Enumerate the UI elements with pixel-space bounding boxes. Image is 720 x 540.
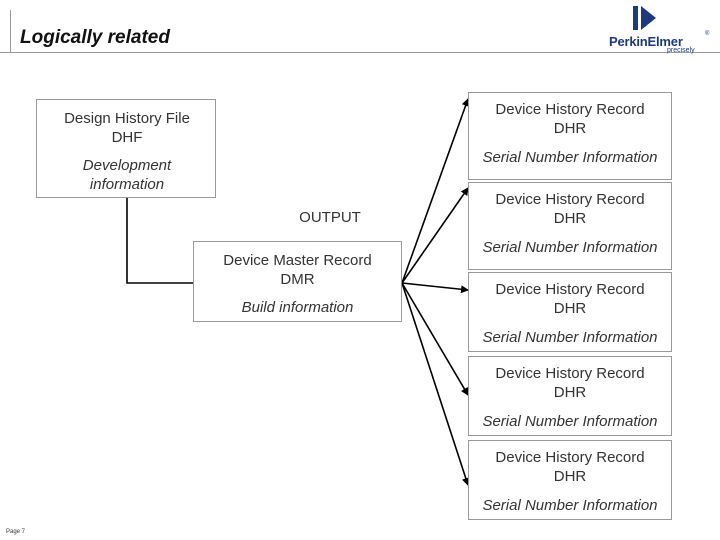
dhr-title-line-1: Device History Record — [495, 281, 645, 298]
dmr-to-dhr-5-arrow — [401, 282, 470, 486]
page-number: Page 7 — [6, 529, 26, 535]
title-divider — [0, 52, 720, 53]
dhf-title-line-2: DHF — [111, 129, 143, 146]
dmr-subtitle: Build information — [241, 299, 354, 316]
dhf-to-dmr-arrow — [126, 198, 207, 287]
dhf-subtitle-line-1: Development — [82, 157, 172, 174]
dhr-title-line-1: Device History Record — [495, 101, 645, 118]
dmr-title-line-2: DMR — [280, 271, 315, 288]
dhr-title-line-1: Device History Record — [495, 365, 645, 382]
title-accent-line — [10, 10, 11, 52]
dmr-to-dhr-2-arrow — [401, 187, 469, 284]
dhr-subtitle: Serial Number Information — [482, 413, 658, 430]
dhr-subtitle: Serial Number Information — [482, 329, 658, 346]
dhr-box-2: Device History Record DHR Serial Number … — [468, 182, 672, 270]
dhf-box: Design History File DHF Development info… — [36, 99, 216, 198]
dhr-title-line-2: DHR — [553, 210, 587, 227]
logo-wordmark: PerkinElmer — [609, 34, 683, 49]
dhr-box-3: Device History Record DHR Serial Number … — [468, 272, 672, 352]
dmr-to-dhr-4-arrow — [401, 282, 469, 396]
dhr-subtitle: Serial Number Information — [482, 149, 658, 166]
dmr-box: Device Master Record DMR Build informati… — [193, 241, 402, 322]
dhr-box-5: Device History Record DHR Serial Number … — [468, 440, 672, 520]
dhr-box-4: Device History Record DHR Serial Number … — [468, 356, 672, 436]
output-label: OUTPUT — [299, 209, 361, 226]
dhf-title-line-1: Design History File — [64, 110, 190, 127]
dhr-title-line-2: DHR — [553, 120, 587, 137]
dhr-box-1: Device History Record DHR Serial Number … — [468, 92, 672, 180]
dhr-title-line-2: DHR — [553, 384, 587, 401]
dhf-subtitle-line-2: information — [89, 176, 165, 193]
dhr-subtitle: Serial Number Information — [482, 497, 658, 514]
dhr-title-line-1: Device History Record — [495, 191, 645, 208]
dmr-to-dhr-1-arrow — [401, 98, 470, 284]
logo-mark-icon — [633, 6, 656, 30]
dhr-title-line-2: DHR — [553, 300, 587, 317]
slide-title: Logically related — [20, 27, 170, 48]
dhr-title-line-1: Device History Record — [495, 449, 645, 466]
perkinelmer-logo: PerkinElmer ® precisely — [605, 4, 715, 56]
logo-tagline: precisely — [667, 47, 695, 54]
dmr-to-dhr-3-arrow — [401, 282, 469, 294]
dhr-subtitle: Serial Number Information — [482, 239, 658, 256]
dmr-title-line-1: Device Master Record — [223, 252, 372, 269]
logo-registered-mark: ® — [705, 31, 710, 37]
dhr-title-line-2: DHR — [553, 468, 587, 485]
